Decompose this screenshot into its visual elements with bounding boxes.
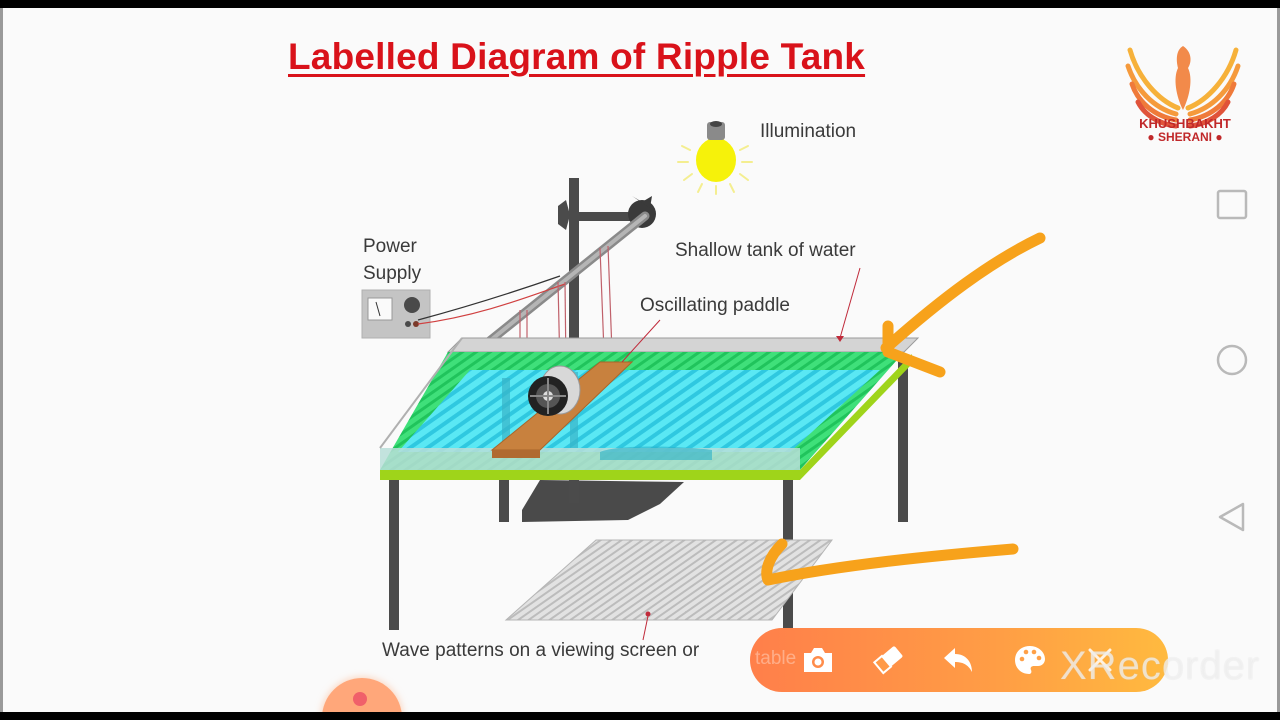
recorder-toolbar bbox=[750, 628, 1168, 692]
camera-icon[interactable] bbox=[800, 642, 836, 678]
ripple-tank-diagram bbox=[361, 121, 1046, 641]
logo-text-khushbakht: KHUSHBAKHT bbox=[1139, 116, 1231, 131]
undo-icon[interactable] bbox=[940, 642, 976, 678]
page-title: Labelled Diagram of Ripple Tank bbox=[288, 36, 866, 77]
left-edge bbox=[0, 8, 3, 712]
annotation-arrows bbox=[761, 232, 1046, 586]
label-power-supply-line1: Power bbox=[363, 236, 417, 257]
label-oscillating-paddle: Oscillating paddle bbox=[640, 295, 790, 316]
back-icon[interactable] bbox=[1215, 500, 1249, 534]
right-edge bbox=[1277, 8, 1280, 712]
palette-icon[interactable] bbox=[1012, 642, 1048, 678]
label-shallow-tank: Shallow tank of water bbox=[675, 240, 856, 261]
screen: Labelled Diagram of Ripple Tank bbox=[0, 8, 1280, 712]
close-icon[interactable] bbox=[1082, 642, 1118, 678]
home-icon[interactable] bbox=[1215, 343, 1249, 377]
khushbakht-sherani-logo-icon bbox=[1125, 46, 1241, 129]
label-illumination: Illumination bbox=[760, 121, 857, 142]
label-wave-patterns: Wave patterns on a viewing screen or bbox=[382, 640, 700, 661]
bulb-icon bbox=[677, 121, 753, 195]
logo-text-sherani: ● SHERANI ● bbox=[1147, 130, 1223, 144]
recent-apps-icon[interactable] bbox=[1215, 188, 1249, 222]
xrecorder-watermark: XRecorder bbox=[1060, 644, 1261, 688]
record-dot-icon bbox=[353, 692, 367, 706]
eraser-icon[interactable] bbox=[870, 642, 906, 678]
label-wave-patterns-tail: table bbox=[755, 648, 797, 669]
label-power-supply-line2: Supply bbox=[363, 263, 422, 284]
